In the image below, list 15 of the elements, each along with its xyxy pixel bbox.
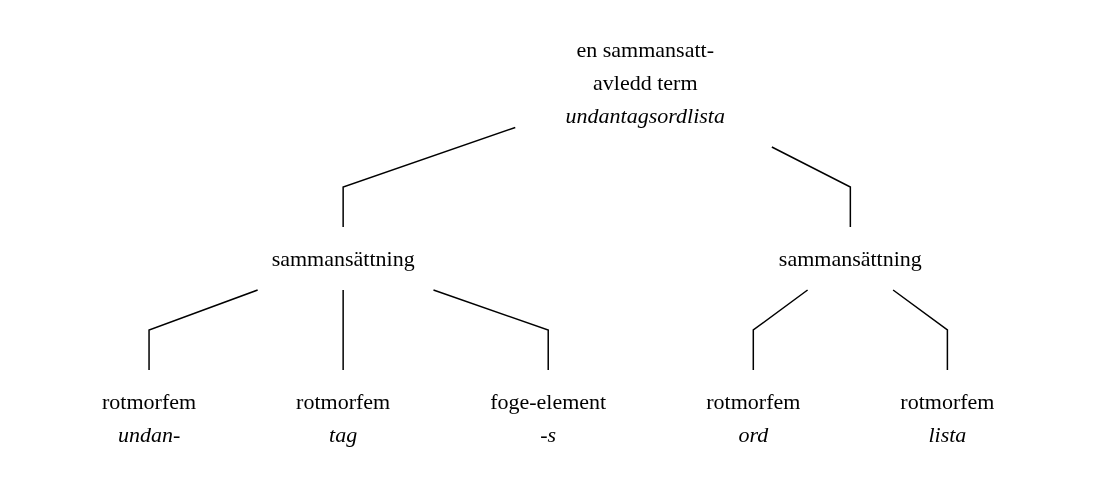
node-text: rotmorfem undan- (101, 389, 196, 447)
node-text: rotmorfem ord (706, 389, 801, 447)
connector (752, 289, 809, 371)
node-text: sammansättning (271, 246, 415, 271)
node-text: rotmorfem lista (900, 389, 995, 447)
connector (892, 289, 948, 371)
connector (148, 289, 259, 371)
connector (432, 289, 549, 371)
node-text: rotmorfem tag (295, 389, 390, 447)
node-text: sammansättning (778, 246, 922, 271)
connector (342, 126, 516, 228)
node-text: en sammansatt-avledd term undantagsordlista (565, 37, 725, 128)
connector (770, 146, 851, 228)
node-text: foge-element -s (489, 389, 607, 447)
connector (342, 289, 344, 371)
